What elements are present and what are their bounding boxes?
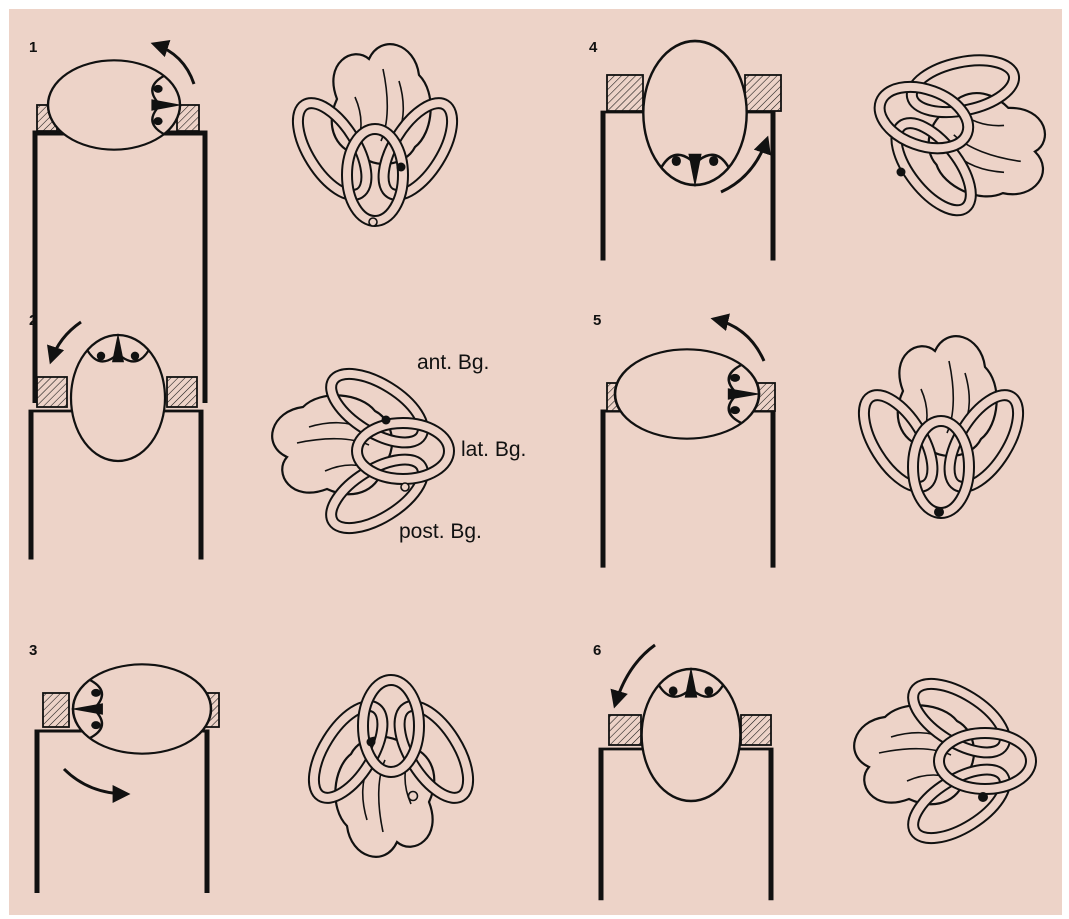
posterior-canal-label: post. Bg.: [399, 520, 482, 543]
step-6-rotation-arrow: [615, 645, 655, 705]
step-2-number: 2: [29, 312, 37, 329]
step-6-otolith-dark: [978, 792, 988, 802]
step-3-number: 3: [29, 642, 37, 659]
step-3-otolith-light: [409, 792, 418, 801]
step-5-otolith-dark: [934, 507, 944, 517]
step-3-otolith-dark: [367, 738, 376, 747]
step-1-otolith-dark: [397, 163, 406, 172]
step-2-rotation-arrow: [51, 322, 81, 361]
step-1-otolith-light: [369, 218, 377, 226]
step-2-labyrinth: [272, 360, 449, 541]
step-2-head: [71, 333, 165, 461]
step-3: 3: [29, 642, 482, 893]
step-3-labyrinth: [300, 680, 481, 857]
step-4-otolith-dark: [897, 168, 906, 177]
step-3-head: [71, 664, 211, 753]
step-1-head: [48, 60, 182, 149]
step-6: 6: [593, 642, 1031, 900]
step-5-labyrinth: [850, 336, 1031, 513]
step-4: 4: [589, 17, 1062, 261]
step-2-otolith-dark: [382, 416, 391, 425]
step-6-labyrinth: [854, 670, 1031, 851]
step-6-number: 6: [593, 642, 601, 659]
step-1-number: 1: [29, 39, 37, 56]
step-1-labyrinth: [284, 44, 465, 221]
step-6-head: [642, 667, 741, 801]
positioning-maneuver-figure: 1 2 ant. Bg. lat. Bg. post. Bg. 3: [9, 9, 1062, 915]
step-5-number: 5: [593, 312, 601, 329]
step-4-number: 4: [589, 39, 598, 56]
anterior-canal-label: ant. Bg.: [417, 351, 489, 374]
step-4-head: [643, 41, 746, 187]
step-5: 5: [593, 312, 1032, 568]
lateral-canal-label: lat. Bg.: [461, 438, 526, 461]
step-5-head: [615, 349, 761, 438]
step-2-otolith-light: [401, 483, 409, 491]
figure-canvas: 1 2 ant. Bg. lat. Bg. post. Bg. 3: [9, 9, 1062, 915]
step-3-rotation-arrow: [64, 769, 127, 794]
step-2: 2 ant. Bg. lat. Bg. post. Bg.: [29, 312, 526, 560]
step-4-labyrinth: [850, 17, 1062, 248]
